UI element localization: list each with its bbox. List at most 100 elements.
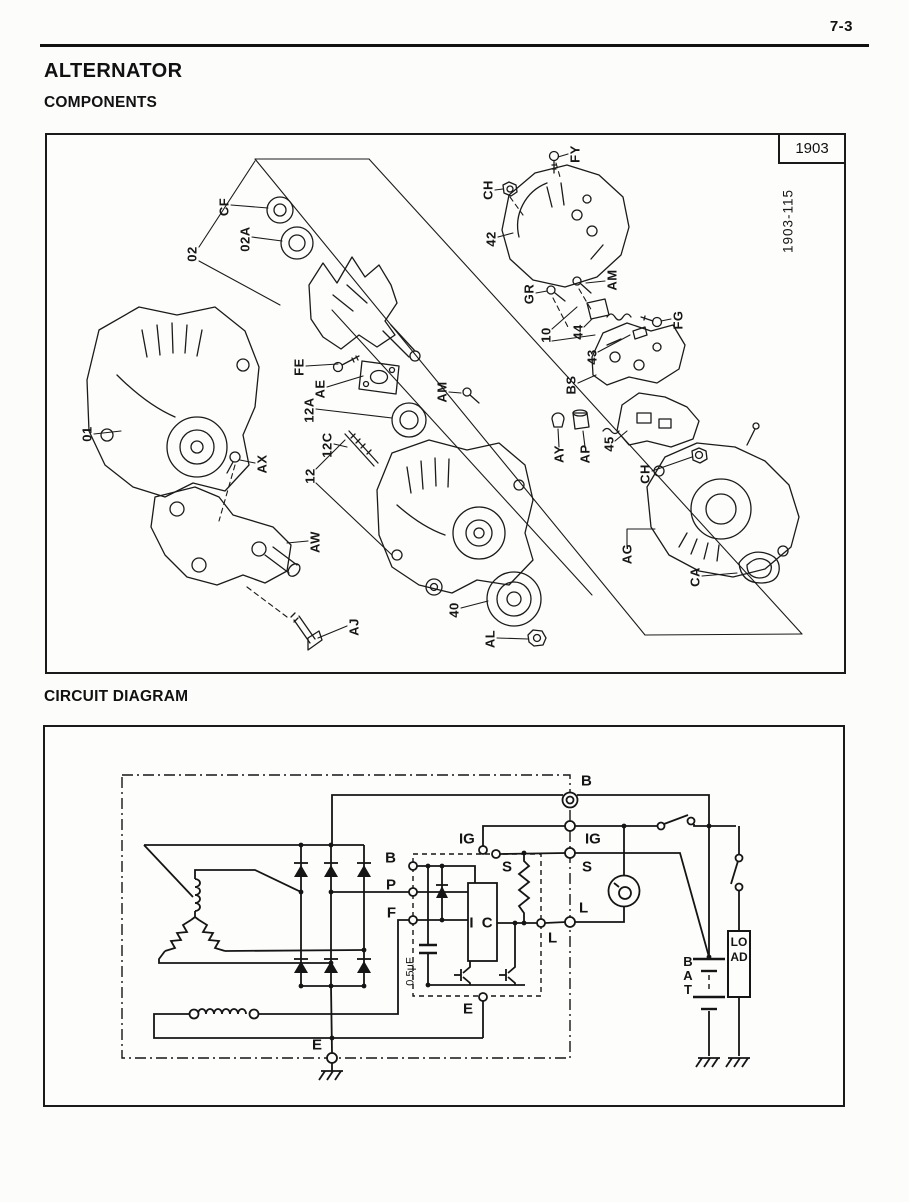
alternator-subassembly-12 (376, 439, 534, 594)
terminal-label-ig-int: IG (459, 831, 475, 848)
charge-lamp (607, 874, 641, 908)
part-label-cf: CF (217, 198, 232, 216)
bolt-fy (548, 150, 560, 174)
circuit-heading: CIRCUIT DIAGRAM (44, 688, 189, 705)
components-figure: 1903 1903-115 (45, 133, 846, 674)
part-label-al: AL (483, 630, 498, 648)
battery-symbol (693, 957, 725, 1011)
part-label-bs: BS (564, 375, 579, 394)
group-boundary-lines (254, 158, 803, 636)
part-labels: CF 02A 02 01 FE AE AM 12A 12C 12 AX AW A… (80, 145, 703, 648)
circuit-labels: B IG S L IG S L B P F E E I C (312, 773, 601, 1054)
part-label-ch-lower: CH (638, 464, 653, 484)
part-label-ch-top: CH (481, 180, 496, 200)
ic-regulator-label: I C (469, 915, 494, 932)
ignition-switch (656, 814, 696, 831)
page-number: 7-3 (829, 18, 853, 35)
stator-winding (143, 844, 365, 964)
ground-symbols (318, 1057, 750, 1081)
load-switch (730, 853, 744, 892)
part-label-gr: GR (522, 284, 537, 305)
bolt-ax (226, 451, 241, 474)
terminal-label-e-reg: E (463, 1001, 473, 1018)
rear-frame-ag (646, 422, 800, 578)
terminal-label-b-reg: B (385, 850, 396, 867)
part-label-12a: 12A (302, 397, 317, 422)
load-box: LOAD (727, 930, 751, 998)
part-label-44: 44 (571, 324, 586, 340)
part-label-ax: AX (255, 454, 270, 473)
part-label-am-left: AM (435, 381, 450, 402)
bracket-aw (150, 486, 301, 586)
components-exploded-diagram: 1903-115 (80, 145, 803, 651)
terminal-label-p: P (386, 877, 396, 894)
figure-code: 1903-115 (781, 189, 796, 253)
part-label-43: 43 (585, 349, 600, 364)
part-label-ap: AP (578, 444, 593, 463)
nut-ch-top (502, 181, 518, 197)
part-label-45: 45 (602, 436, 617, 451)
rear-end-cover-42 (501, 164, 630, 288)
part-label-aw: AW (308, 531, 323, 553)
retainer-plate-ae (358, 360, 400, 395)
terminal-label-b: B (581, 773, 592, 790)
bearing-12a (391, 402, 427, 438)
terminal-label-ig-ext: IG (585, 831, 601, 848)
brush-holder-45 (602, 392, 700, 448)
part-label-01: 01 (80, 426, 95, 441)
part-label-aj: AJ (347, 618, 362, 636)
components-heading: COMPONENTS (44, 94, 158, 111)
bolt-am-left (462, 387, 480, 404)
battery-label: BAT (683, 954, 693, 997)
part-label-02: 02 (185, 246, 200, 261)
header-rule (40, 44, 869, 47)
stud-12c (344, 430, 379, 467)
screw-fg (640, 315, 663, 328)
part-label-12c: 12C (320, 432, 335, 457)
bearing-02a (280, 226, 314, 260)
circuit-diagram: B IG S L IG S L B P F E E I C (121, 773, 750, 1081)
part-label-ae: AE (313, 379, 328, 398)
bolt-aj (290, 612, 323, 651)
terminal-label-f: F (387, 905, 396, 922)
plug-ap (572, 409, 590, 430)
nut-al (527, 629, 547, 647)
part-label-ay: AY (552, 445, 567, 463)
regulator-internals (419, 853, 531, 986)
part-label-02a: 02A (238, 226, 253, 251)
part-label-ag: AG (620, 544, 635, 565)
figure-number-box: 1903 (778, 133, 846, 164)
part-label-42: 42 (484, 231, 499, 246)
terminals (326, 791, 579, 1064)
leader-lines (93, 153, 738, 640)
bolt-fe (332, 355, 360, 373)
bolt-am-right (572, 276, 592, 294)
part-label-ca: CA (688, 567, 703, 587)
assembly-dashed-lines (218, 162, 593, 618)
washer (425, 578, 443, 596)
page-title: ALTERNATOR (44, 60, 183, 82)
circuit-figure: B IG S L IG S L B P F E E I C BAT LOAD 0… (43, 725, 845, 1107)
terminal-label-s-ext: S (582, 859, 592, 876)
part-label-12: 12 (303, 468, 318, 483)
rectifier-diodes (294, 862, 371, 973)
rotor (308, 256, 421, 362)
terminal-label-l-int: L (548, 930, 557, 947)
bolt-gr (546, 285, 566, 302)
part-label-fg: FG (671, 310, 686, 329)
capacitor-label: 0.5µF (404, 957, 417, 986)
terminal-label-e-alt: E (312, 1037, 322, 1054)
rectifier-bs (591, 322, 686, 386)
seal-ring-ca (738, 551, 780, 584)
terminal-label-s-int: S (502, 859, 512, 876)
nut-ch-lower (691, 447, 708, 464)
part-label-fe: FE (292, 358, 307, 376)
terminal-label-l-ext: L (579, 900, 588, 917)
part-label-am-right: AM (605, 269, 620, 290)
junction-dots (298, 823, 712, 1041)
cap-ay (551, 412, 565, 428)
brush-holder-parts (586, 298, 648, 340)
part-label-10: 10 (539, 327, 554, 342)
part-label-40: 40 (447, 602, 462, 617)
